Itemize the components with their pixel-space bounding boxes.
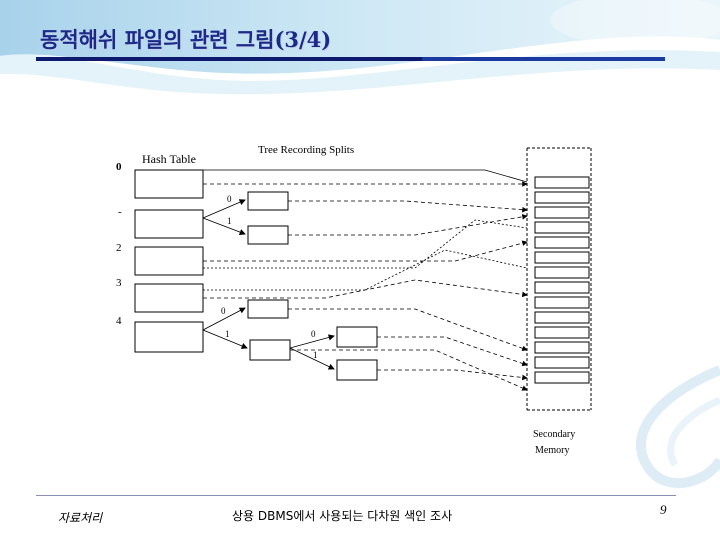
split-node-a0 <box>247 191 289 211</box>
index-label-2: 2 <box>116 242 122 254</box>
split-node-a1 <box>247 225 289 245</box>
split-node-c1 <box>336 359 378 381</box>
footer-course-name: 자료처리 <box>58 511 103 525</box>
secondary-memory-label-1: Secondary <box>533 429 575 440</box>
split-node-b1 <box>249 339 291 361</box>
dynamic-hashing-figure: 0 - 2 3 4 Hash Table Tree Recording Spli… <box>115 140 593 458</box>
split-label-c1: 1 <box>313 350 318 360</box>
footer-topic: 상용 DBMS에서 사용되는 다차원 색인 조사 <box>232 509 453 523</box>
page-number: 9 <box>660 502 667 517</box>
split-node-c0 <box>336 326 378 348</box>
secondary-memory-stack <box>526 147 592 411</box>
footer-divider <box>36 495 676 496</box>
header-background <box>0 0 720 100</box>
slide-title: 동적해쉬 파일의 관련 그림(3/4) <box>40 27 332 52</box>
split-label-c0: 0 <box>311 329 316 339</box>
hash-cell-1 <box>134 209 204 239</box>
split-label-a0: 0 <box>227 194 232 204</box>
split-label-b0: 0 <box>221 306 226 316</box>
hash-cell-3 <box>134 283 204 313</box>
index-label-3: 3 <box>116 277 122 289</box>
split-label-a1: 1 <box>227 216 232 226</box>
index-label-4: 4 <box>116 315 122 327</box>
title-underline-accent <box>36 57 422 61</box>
tree-label: Tree Recording Splits <box>258 144 354 156</box>
hash-cell-2 <box>134 246 204 276</box>
index-label-1: - <box>118 206 122 218</box>
hash-table-label: Hash Table <box>142 152 196 166</box>
split-label-b1: 1 <box>225 329 230 339</box>
split-node-b0 <box>247 299 289 319</box>
decorative-swirl <box>636 365 720 489</box>
hash-cell-4 <box>134 321 204 353</box>
secondary-memory-label-2: Memory <box>535 445 569 456</box>
hash-cell-0 <box>134 169 204 199</box>
index-label-0: 0 <box>116 161 122 173</box>
